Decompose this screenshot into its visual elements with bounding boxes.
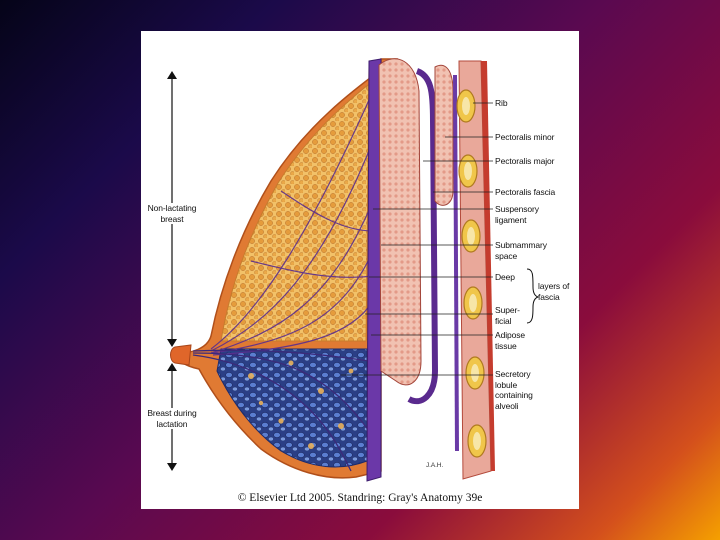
label-adipose-tissue: Adipose tissue	[495, 330, 525, 351]
label-superficial: Super- ficial	[495, 305, 520, 326]
label-line: fascia	[538, 291, 560, 302]
label-suspensory-ligament: Suspensory ligament	[495, 204, 539, 225]
label-line: containing	[495, 390, 533, 400]
label-line: ligament	[495, 214, 527, 225]
nipple	[170, 344, 192, 366]
figure-panel: Rib Pectoralis minor Pectoralis major Pe…	[141, 31, 579, 509]
label-line: Secretory	[495, 369, 531, 379]
pectoralis-major-muscle	[378, 58, 422, 386]
label-layers-of-fascia: layers of fascia	[538, 281, 569, 302]
deep-fascia-band	[366, 58, 382, 482]
label-deep: Deep	[495, 272, 515, 282]
label-pectoralis-fascia: Pectoralis fascia	[495, 187, 556, 197]
label-breast-during-lactation: Breast during lactation	[141, 408, 203, 429]
label-line: space	[495, 250, 518, 261]
label-pectoralis-minor: Pectoralis minor	[495, 132, 555, 142]
label-line: Submammary	[495, 240, 547, 250]
label-line: Adipose	[495, 330, 526, 340]
label-line: alveoli	[495, 400, 519, 411]
label-non-lactating-breast: Non-lactating breast	[141, 203, 203, 224]
lactiferous-ducts	[192, 349, 370, 472]
suspensory-ligaments	[210, 90, 374, 356]
label-secretory-lobule: Secretory lobule containing alveoli	[495, 369, 533, 411]
label-line: lactation	[156, 418, 188, 429]
artist-signature: J.A.H.	[426, 462, 444, 469]
label-line: lobule	[495, 379, 518, 390]
adipose-tissue-region	[220, 66, 393, 342]
label-line: breast	[160, 213, 184, 224]
secretory-lobules-region	[216, 348, 368, 468]
leader-lines	[341, 102, 493, 376]
label-line: ficial	[495, 315, 512, 326]
interlobular-fat	[248, 360, 354, 449]
fascia-brace	[526, 268, 540, 324]
pectoralis-minor-muscle	[434, 64, 454, 206]
breast-anatomy-illustration	[167, 58, 540, 482]
label-line: Breast during	[147, 408, 197, 418]
copyright-caption: © Elsevier Ltd 2005. Standring: Gray's A…	[237, 492, 483, 504]
label-submammary-space: Submammary space	[495, 240, 547, 261]
label-pectoralis-major: Pectoralis major	[495, 156, 555, 166]
label-rib: Rib	[495, 98, 508, 108]
label-line: Non-lactating	[147, 203, 197, 213]
label-line: tissue	[495, 340, 517, 351]
label-line: Suspensory	[495, 204, 539, 214]
label-line: layers of	[538, 281, 570, 291]
label-line: Super-	[495, 305, 520, 315]
